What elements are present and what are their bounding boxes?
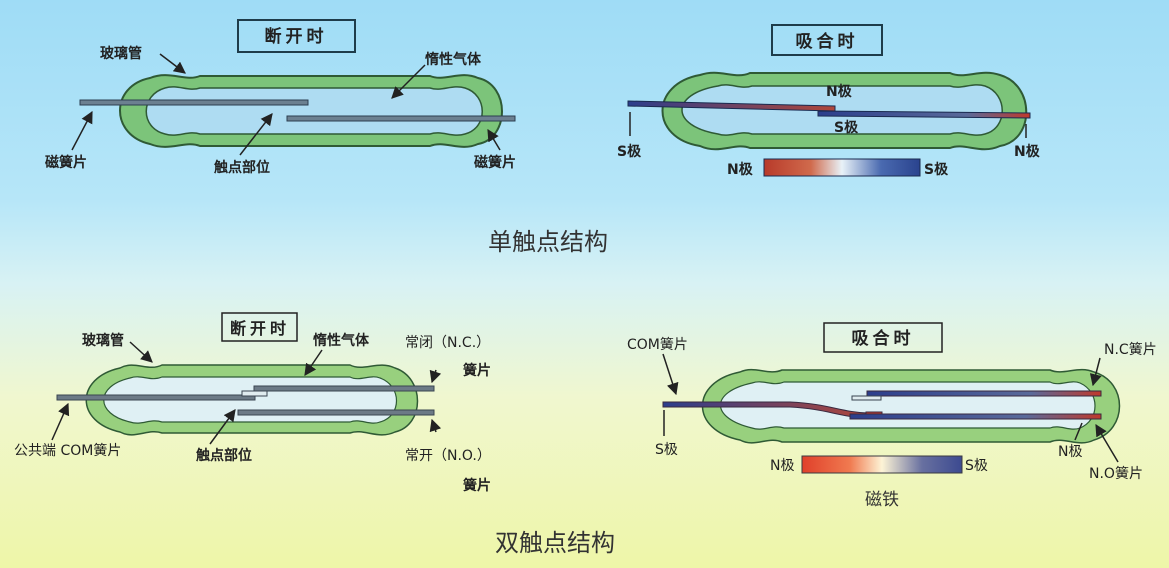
arrow — [487, 128, 501, 151]
state-label: 吸合时 — [852, 328, 915, 349]
state-box — [823, 322, 943, 353]
pole-s-bottom: S极 — [834, 119, 859, 136]
arrow — [429, 418, 442, 433]
double-closed-diagram: 吸合时 COM簧片 S极 N.C簧片 N极 N.O簧片 N极 S极 磁铁 — [627, 322, 1157, 510]
com-label: 公共端 COM簧片 — [14, 443, 121, 459]
state-box — [221, 312, 298, 342]
arrow — [209, 409, 236, 445]
pole-s-left: S极 — [655, 442, 678, 458]
magnet-bar — [801, 455, 963, 474]
glass-tube-label: 玻璃管 — [82, 332, 124, 349]
arrow — [662, 353, 679, 396]
arrow — [129, 341, 153, 363]
magnet-caption: 磁铁 — [865, 490, 899, 510]
reed-no — [237, 409, 435, 416]
reed-right-n — [817, 110, 1031, 119]
magnet-n-label: N极 — [770, 458, 794, 474]
pole-n-right: N极 — [1058, 444, 1082, 460]
arrow — [1095, 423, 1119, 463]
com-reed-label: COM簧片 — [627, 337, 688, 353]
double-contact-title: 双触点结构 — [495, 529, 615, 557]
magnet-bar — [763, 158, 921, 177]
pole-s-left: S极 — [617, 143, 642, 160]
state-label: 断开时 — [265, 26, 328, 47]
tube-interior — [681, 84, 1003, 136]
reed-com-tip — [241, 390, 268, 397]
tube-interior — [145, 86, 483, 136]
arrow — [304, 349, 323, 376]
arrow — [429, 369, 442, 384]
reed-nc — [253, 385, 435, 392]
inert-gas-label: 惰性气体 — [425, 51, 482, 68]
arrow — [239, 113, 273, 156]
nc-label: 常闭（N.C.） — [405, 335, 490, 351]
reed-no — [849, 413, 1102, 420]
no-reed-label: N.O簧片 — [1089, 466, 1143, 482]
no-label: 常开（N.O.） — [405, 448, 491, 464]
magnet-n-label: N极 — [727, 161, 754, 178]
leader-line — [1074, 422, 1083, 441]
reed-left — [79, 99, 309, 106]
contact-area-label: 触点部位 — [195, 447, 252, 464]
arrow — [391, 64, 426, 99]
arrow — [71, 110, 93, 151]
arrow — [159, 53, 186, 74]
single-open-diagram: 断开时 玻璃管 惰性气体 磁簧片 触点部位 磁簧片 — [45, 19, 516, 176]
state-box — [237, 19, 356, 53]
arrow — [1089, 357, 1102, 387]
reed-left-label: 磁簧片 — [45, 154, 87, 171]
pole-n-right: N极 — [1014, 143, 1041, 160]
reed-nc — [866, 390, 1102, 397]
magnet-s-label: S极 — [924, 161, 949, 178]
reed-nc-tip — [851, 395, 882, 401]
arrow — [51, 402, 70, 441]
nc-reed-label: N.C簧片 — [1104, 342, 1157, 358]
single-closed-diagram: 吸合时 N极 S极 S极 N极 N极 S极 — [617, 24, 1041, 178]
reed-right-label: 磁簧片 — [474, 154, 516, 171]
state-label: 吸合时 — [796, 31, 859, 52]
single-contact-title: 单触点结构 — [488, 228, 608, 256]
state-label: 断开时 — [230, 319, 290, 338]
reed-right — [286, 115, 516, 122]
pole-n-top: N极 — [826, 83, 853, 100]
state-box — [771, 24, 883, 56]
nc-sub-label: 簧片 — [463, 362, 491, 379]
double-open-diagram: 断开时 玻璃管 惰性气体 常闭（N.C.） 簧片 常开（N.O.） 簧片 公共端… — [14, 312, 491, 494]
reed-com — [56, 394, 256, 401]
contact-area-label: 触点部位 — [213, 159, 270, 176]
glass-tube-label: 玻璃管 — [100, 45, 142, 62]
magnet-s-label: S极 — [965, 458, 988, 474]
no-sub-label: 簧片 — [463, 477, 491, 494]
inert-gas-label: 惰性气体 — [313, 332, 370, 349]
